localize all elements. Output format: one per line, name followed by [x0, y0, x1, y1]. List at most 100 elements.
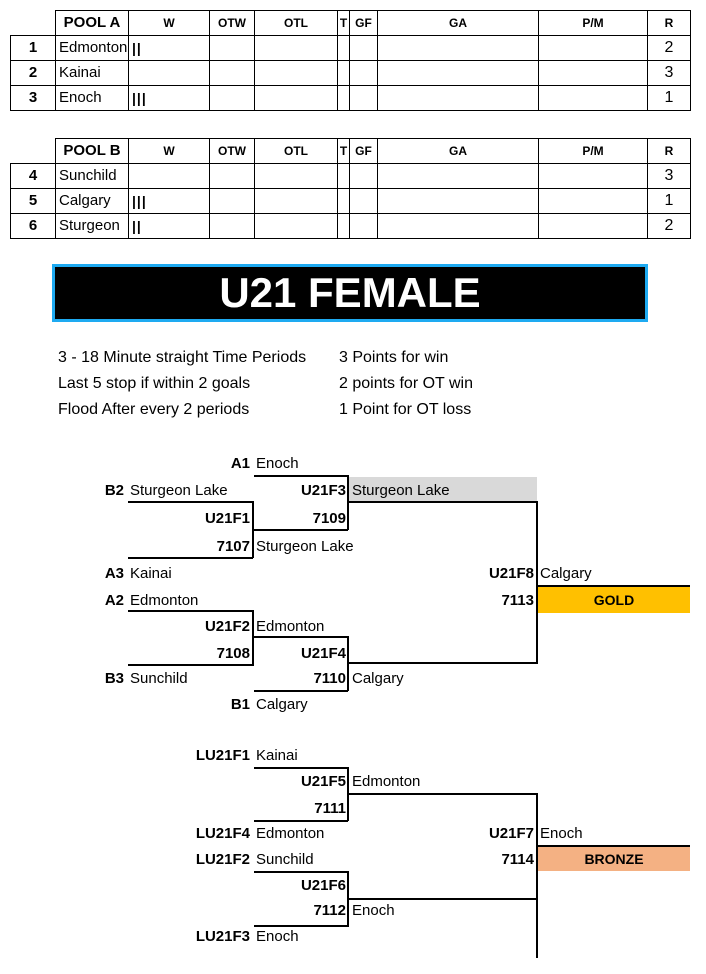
otw-cell [209, 163, 255, 189]
gf-cell [349, 35, 378, 61]
game-code: U21F7 [488, 825, 534, 842]
bracket-line [348, 501, 538, 503]
bracket-line [538, 585, 690, 587]
team-name: Kainai [256, 747, 298, 764]
col-otl-header: OTL [254, 138, 338, 164]
pool-a-table: POOL A W OTW OTL T GF GA P/M R 1 Edmonto… [10, 10, 691, 111]
t-cell [337, 35, 350, 61]
rule-line: 1 Point for OT loss [339, 401, 472, 418]
rule-line: Flood After every 2 periods [58, 401, 250, 418]
col-otw-header: OTW [209, 138, 255, 164]
game-winner: Sturgeon Lake [352, 482, 450, 499]
bracket-line [128, 501, 253, 503]
ga-cell [377, 60, 539, 86]
table-row: 5 Calgary ||| 1 [10, 188, 691, 214]
rank-value: 3 [647, 163, 691, 189]
bracket-line [348, 662, 538, 664]
table-row: 1 Edmonton || 2 [10, 35, 691, 61]
bracket-line [128, 557, 253, 559]
team-name: Enoch [256, 928, 299, 945]
rank-value: 1 [647, 85, 691, 111]
bracket-line [254, 871, 348, 873]
game-winner: Calgary [540, 565, 592, 582]
bracket-line [536, 501, 538, 663]
team-name: Kainai [55, 60, 129, 86]
rule-line: 3 Points for win [339, 349, 449, 366]
wins-tally: || [128, 35, 210, 61]
col-ga-header: GA [377, 10, 539, 36]
otw-cell [209, 60, 255, 86]
seed-code: LU21F1 [195, 747, 250, 764]
division-banner: U21 FEMALE [52, 264, 648, 322]
bronze-medal-box: BRONZE [538, 847, 690, 871]
bracket-line [254, 925, 348, 927]
team-name: Kainai [130, 565, 172, 582]
game-code: U21F3 [300, 482, 346, 499]
team-name: Enoch [256, 455, 299, 472]
rank-value: 1 [647, 188, 691, 214]
game-number: 7108 [216, 645, 250, 662]
bracket-line [128, 664, 253, 666]
pm-cell [538, 188, 648, 214]
col-gf-header: GF [349, 138, 378, 164]
t-cell [337, 213, 350, 239]
t-cell [337, 188, 350, 214]
col-r-header: R [647, 10, 691, 36]
col-pm-header: P/M [538, 10, 648, 36]
header-blank-cell [10, 138, 56, 164]
col-r-header: R [647, 138, 691, 164]
advance-highlight [349, 477, 537, 502]
team-name: Edmonton [130, 592, 199, 609]
ga-cell [377, 85, 539, 111]
otl-cell [254, 213, 338, 239]
pool-b-name: POOL B [55, 138, 129, 164]
bracket-line [252, 501, 254, 558]
pm-cell [538, 163, 648, 189]
gold-medal-box: GOLD [538, 587, 690, 613]
otw-cell [209, 213, 255, 239]
table-row: 4 Sunchild 3 [10, 163, 691, 189]
header-blank-cell [10, 10, 56, 36]
ga-cell [377, 163, 539, 189]
bracket-line [254, 475, 348, 477]
team-name: Enoch [55, 85, 129, 111]
gf-cell [349, 85, 378, 111]
game-code: U21F5 [300, 773, 346, 790]
otw-cell [209, 85, 255, 111]
table-row: 3 Enoch ||| 1 [10, 85, 691, 111]
game-number: 7109 [312, 510, 346, 527]
seed-number: 5 [10, 188, 56, 214]
game-winner: Edmonton [352, 773, 421, 790]
team-name: Edmonton [256, 825, 325, 842]
bracket-line [128, 610, 253, 612]
t-cell [337, 85, 350, 111]
gf-cell [349, 163, 378, 189]
game-number: 7111 [314, 800, 346, 817]
otl-cell [254, 188, 338, 214]
game-number: 7112 [313, 902, 346, 919]
col-t-header: T [337, 10, 350, 36]
seed-code: B1 [230, 696, 250, 713]
wins-tally: || [128, 213, 210, 239]
seed-code: A3 [104, 565, 124, 582]
game-code: U21F8 [488, 565, 534, 582]
col-w-header: W [128, 10, 210, 36]
rank-value: 2 [647, 213, 691, 239]
team-name: Sturgeon Lake [130, 482, 228, 499]
otw-cell [209, 35, 255, 61]
col-w-header: W [128, 138, 210, 164]
wins-tally [128, 60, 210, 86]
seed-code: B3 [104, 670, 124, 687]
game-winner: Enoch [540, 825, 583, 842]
bracket-line [347, 475, 349, 530]
rank-value: 3 [647, 60, 691, 86]
wins-tally [128, 163, 210, 189]
wins-tally: ||| [128, 188, 210, 214]
team-name: Sunchild [256, 851, 314, 868]
bracket-line [254, 820, 348, 822]
game-winner: Enoch [352, 902, 395, 919]
pool-a-name: POOL A [55, 10, 129, 36]
rule-line: 2 points for OT win [339, 375, 473, 392]
bracket-line [348, 898, 538, 900]
bracket-line [348, 793, 538, 795]
